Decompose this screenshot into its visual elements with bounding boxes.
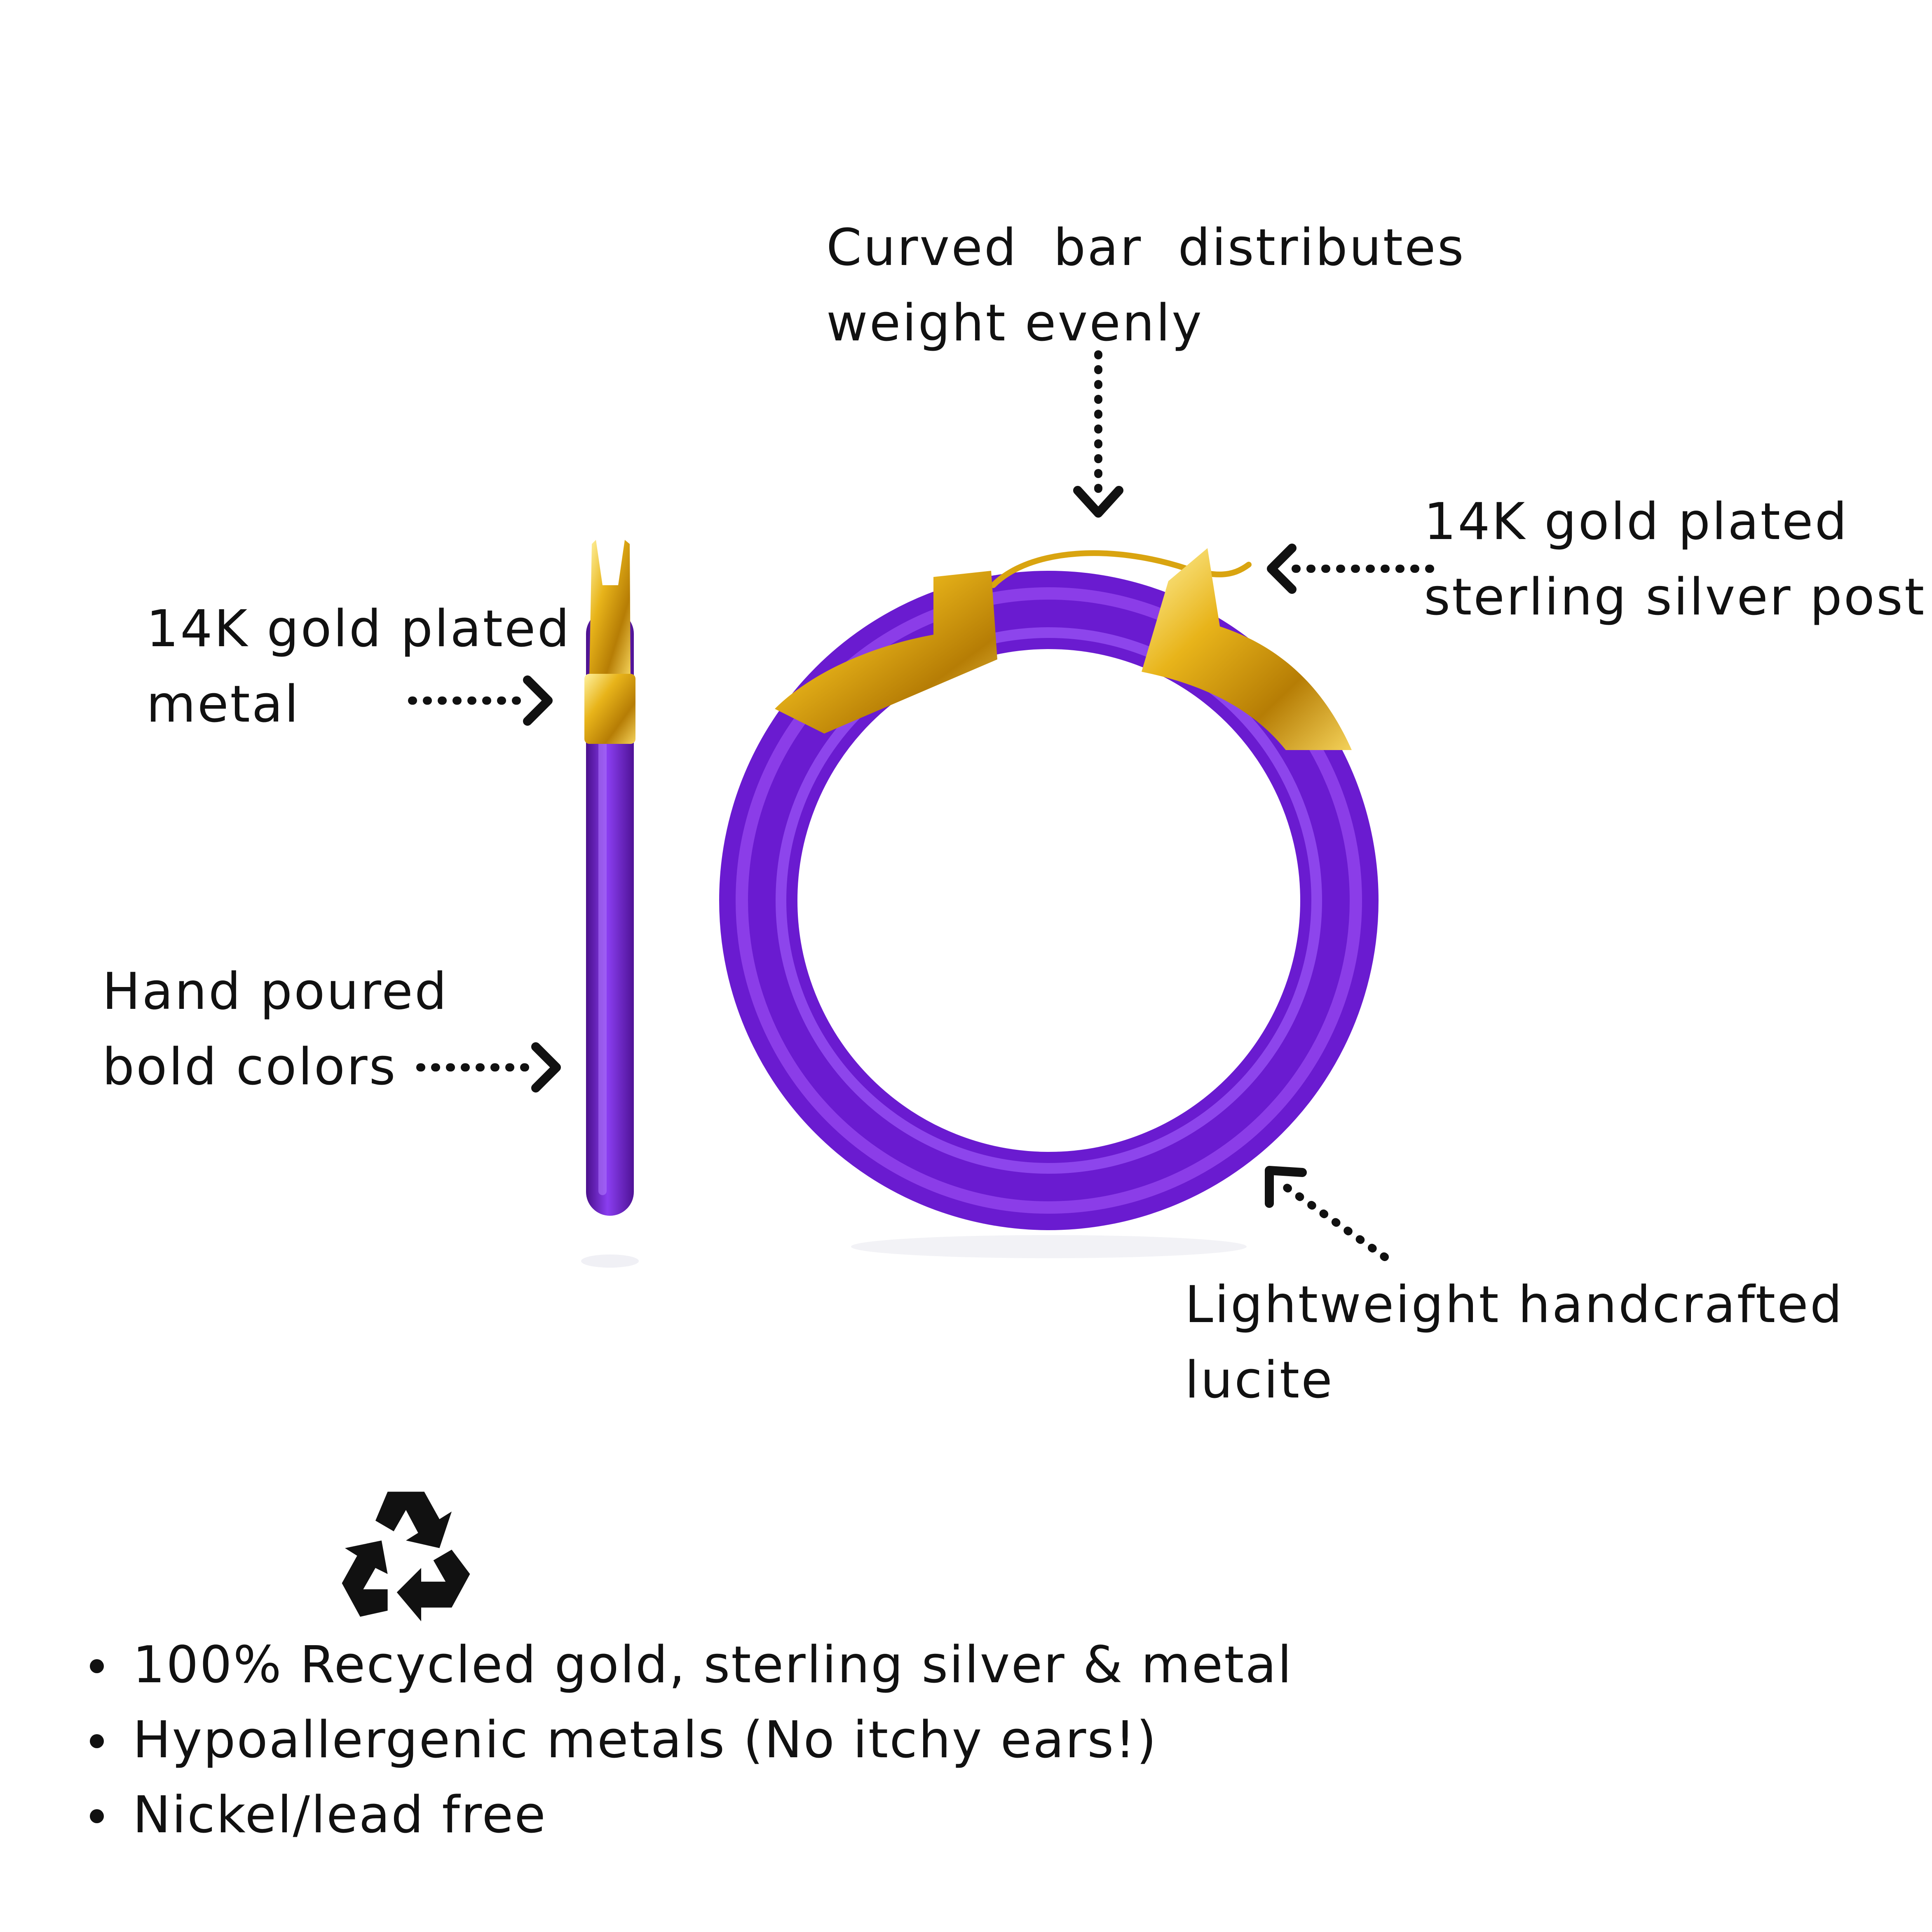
arrow-lucite	[1265, 1166, 1389, 1261]
label-post: 14K gold plated sterling silver post	[1424, 492, 1926, 627]
arrow-metal	[408, 675, 553, 726]
feature-list: 100% Recycled gold, sterling silver & me…	[87, 1628, 1293, 1853]
arrow-curved-bar	[1073, 350, 1123, 518]
list-item: 100% Recycled gold, sterling silver & me…	[87, 1628, 1293, 1703]
front-view-hoop	[719, 548, 1379, 1258]
label-colors: Hand poured bold colors	[102, 962, 448, 1097]
label-lucite: Lightweight handcrafted lucite	[1185, 1275, 1844, 1410]
list-item: Nickel/lead free	[87, 1778, 1293, 1853]
side-view-hoop	[581, 540, 639, 1268]
arrow-colors	[416, 1042, 561, 1093]
arrow-post	[1267, 544, 1434, 594]
label-curved-bar: Curved bar distributes weight evenly	[826, 218, 1465, 353]
list-item: Hypoallergenic metals (No itchy ears!)	[87, 1703, 1293, 1778]
label-metal: 14K gold plated metal	[146, 600, 571, 734]
recycle-icon	[342, 1491, 470, 1622]
